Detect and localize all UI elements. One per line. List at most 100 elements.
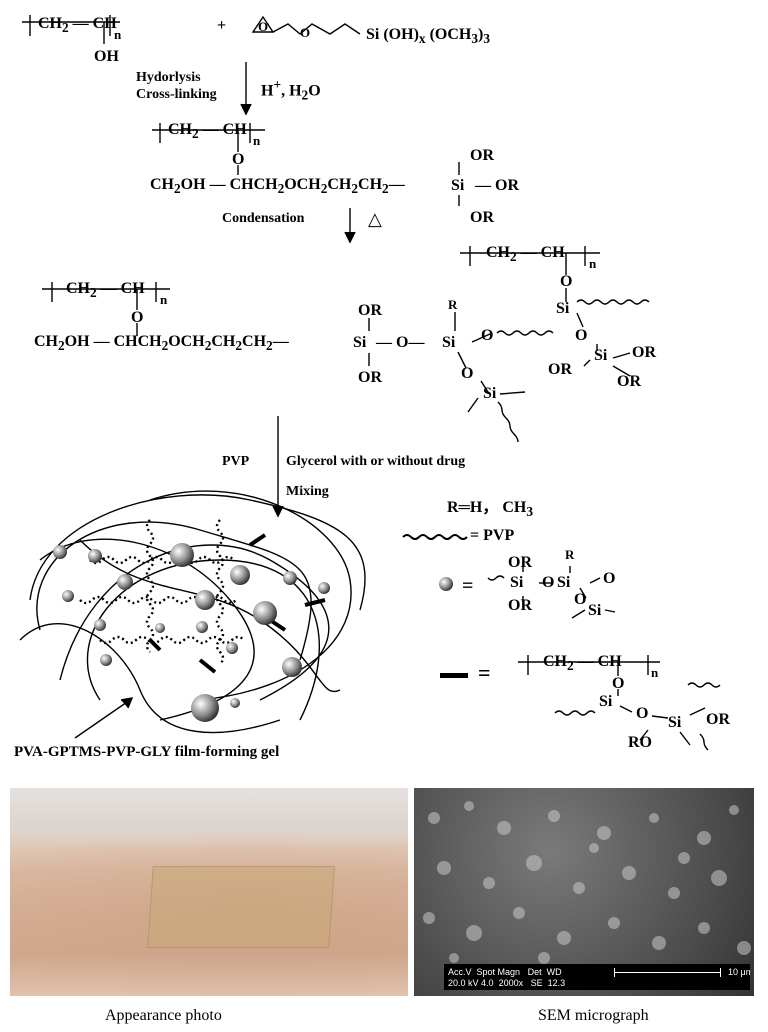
oxygen-3a: O — [481, 327, 494, 344]
oxygen-link-2: O — [232, 151, 245, 168]
sem-micrograph-caption: SEM micrograph — [538, 1007, 649, 1024]
ch2-group: CH — [543, 653, 567, 670]
ch-group: CH — [540, 244, 565, 261]
sem-wd-label: WD — [546, 967, 562, 977]
silicon-3d: Si — [483, 385, 497, 402]
oxygen-link-3r: O — [560, 273, 573, 290]
or-bottom-3: OR — [358, 369, 382, 386]
subscript: 2 — [277, 181, 285, 197]
step1-label-line1: Hydorlysis — [136, 70, 201, 85]
silicon-3a: Si — [353, 334, 367, 351]
gel-label: PVA-GPTMS-PVP-GLY film-forming gel — [14, 744, 280, 760]
chain-och: OCH — [168, 333, 205, 350]
legend-o-b: O — [603, 570, 616, 587]
legend-pvp: = PVP — [470, 527, 515, 544]
sem-wd-value: 12.3 — [547, 978, 566, 988]
subscript: 2 — [351, 181, 359, 197]
legend-ro-e: RO — [628, 734, 652, 751]
sem-micrograph-image: Acc.V Spot Magn Det WD 20.0 kV 4.0 2000x… — [414, 788, 754, 996]
legend-o-a: O — [542, 574, 555, 591]
chain-oh-chch: OH — CHCH — [180, 176, 278, 193]
subscript: 2 — [90, 285, 97, 301]
subscript: 3 — [471, 31, 479, 47]
oxygen-3c: O — [461, 365, 474, 382]
pva-n-subscript-3l: n — [160, 292, 168, 307]
chain-ch: CH — [242, 333, 267, 350]
proton: H — [261, 82, 274, 100]
sem-accv-label: Acc.V — [448, 967, 472, 977]
ether-oxygen: O — [300, 25, 311, 40]
subscript: 2 — [161, 338, 169, 354]
water-o: O — [308, 82, 321, 100]
or-bottom-2: OR — [470, 209, 494, 226]
legend-o-c: O — [574, 591, 587, 608]
silicon-3b: Si — [442, 334, 456, 351]
or-left-3c: OR — [548, 361, 572, 378]
sem-scale-tick-right — [720, 968, 721, 977]
silane-close: ) — [478, 26, 484, 43]
glycidyl-chain-3: CH2OH — CHCH2OCH2CH2CH2— — [34, 333, 289, 354]
subscript: 2 — [174, 181, 181, 197]
legend-si-c: Si — [588, 602, 602, 619]
subscript: 2 — [266, 338, 273, 354]
plus-sign: + — [217, 17, 227, 34]
ch2-group: CH — [168, 121, 192, 138]
sem-spot-magn-label: Spot Magn — [476, 967, 521, 977]
silicon-2: Si — [451, 177, 465, 194]
silicon-3c: Si — [594, 347, 608, 364]
r-group-3: R — [448, 297, 458, 312]
oxygen-3b: O — [575, 327, 588, 344]
ch2-group: CH — [38, 15, 62, 32]
appearance-photo — [10, 788, 408, 996]
step2-label: Condensation — [222, 211, 305, 226]
chain-ch: CH — [150, 176, 174, 193]
epoxide-oxygen: O — [258, 19, 269, 34]
pva-n-subscript-1: n — [114, 27, 122, 42]
heat-symbol: △ — [368, 209, 382, 229]
ch2-group: CH — [486, 244, 510, 261]
legend-or-top: OR — [508, 554, 532, 571]
legend-r: R — [565, 547, 575, 562]
legend-or-e: OR — [706, 711, 730, 728]
water-h: , H — [281, 82, 302, 100]
pva-n-subscript-2: n — [253, 133, 261, 148]
hydroxyl-label: OH — [94, 48, 119, 65]
chain-ch: CH — [358, 176, 383, 193]
silane-group: Si (OH)x (OCH3)3 — [366, 27, 490, 46]
wrist-background — [10, 788, 408, 848]
superscript: + — [273, 77, 282, 92]
legend-pva-repeat: CH2 — CH — [543, 653, 622, 674]
subscript: 2 — [192, 126, 199, 142]
silane-si-oh: Si (OH) — [366, 26, 419, 43]
legend-pva-n: n — [651, 665, 659, 680]
subscript: 2 — [62, 20, 69, 36]
step3-mixing-label: Mixing — [286, 484, 329, 499]
step1-label-line2: Cross-linking — [136, 87, 217, 102]
subscript: 3 — [526, 504, 534, 520]
pva-n-subscript-3r: n — [589, 256, 597, 271]
ch2-group: CH — [66, 280, 90, 297]
sem-info-row2: 20.0 kV 4.0 2000x SE 12.3 — [448, 978, 565, 988]
film-patch — [147, 866, 335, 948]
sem-info-bar: Acc.V Spot Magn Det WD 20.0 kV 4.0 2000x… — [444, 964, 750, 990]
pva-repeat-unit-3l: CH2 — CH — [66, 280, 145, 301]
subscript: 2 — [301, 87, 309, 103]
chain-ch: CH — [211, 333, 236, 350]
subscript: 2 — [382, 181, 389, 197]
or-right-3c: OR — [632, 344, 656, 361]
or-right-2: — OR — [475, 177, 519, 194]
legend-or-bottom: OR — [508, 597, 532, 614]
pva-repeat-unit-3r: CH2 — CH — [486, 244, 565, 265]
pva-repeat-unit-2: CH2 — CH — [168, 121, 247, 142]
ch-group: CH — [120, 280, 145, 297]
sem-accv-value: 20.0 kV 4.0 — [448, 978, 494, 988]
ch-group: CH — [597, 653, 622, 670]
subscript: 2 — [235, 338, 243, 354]
sem-particles — [423, 801, 751, 964]
pva-repeat-unit-1: CH2 — CH — [38, 15, 117, 36]
subscript: 2 — [510, 249, 517, 265]
ch-group: CH — [222, 121, 247, 138]
legend-sphere-eq: = — [462, 575, 474, 597]
or-bottom-3c: OR — [617, 373, 641, 390]
siloxane-link-3: — O— — [376, 334, 425, 351]
